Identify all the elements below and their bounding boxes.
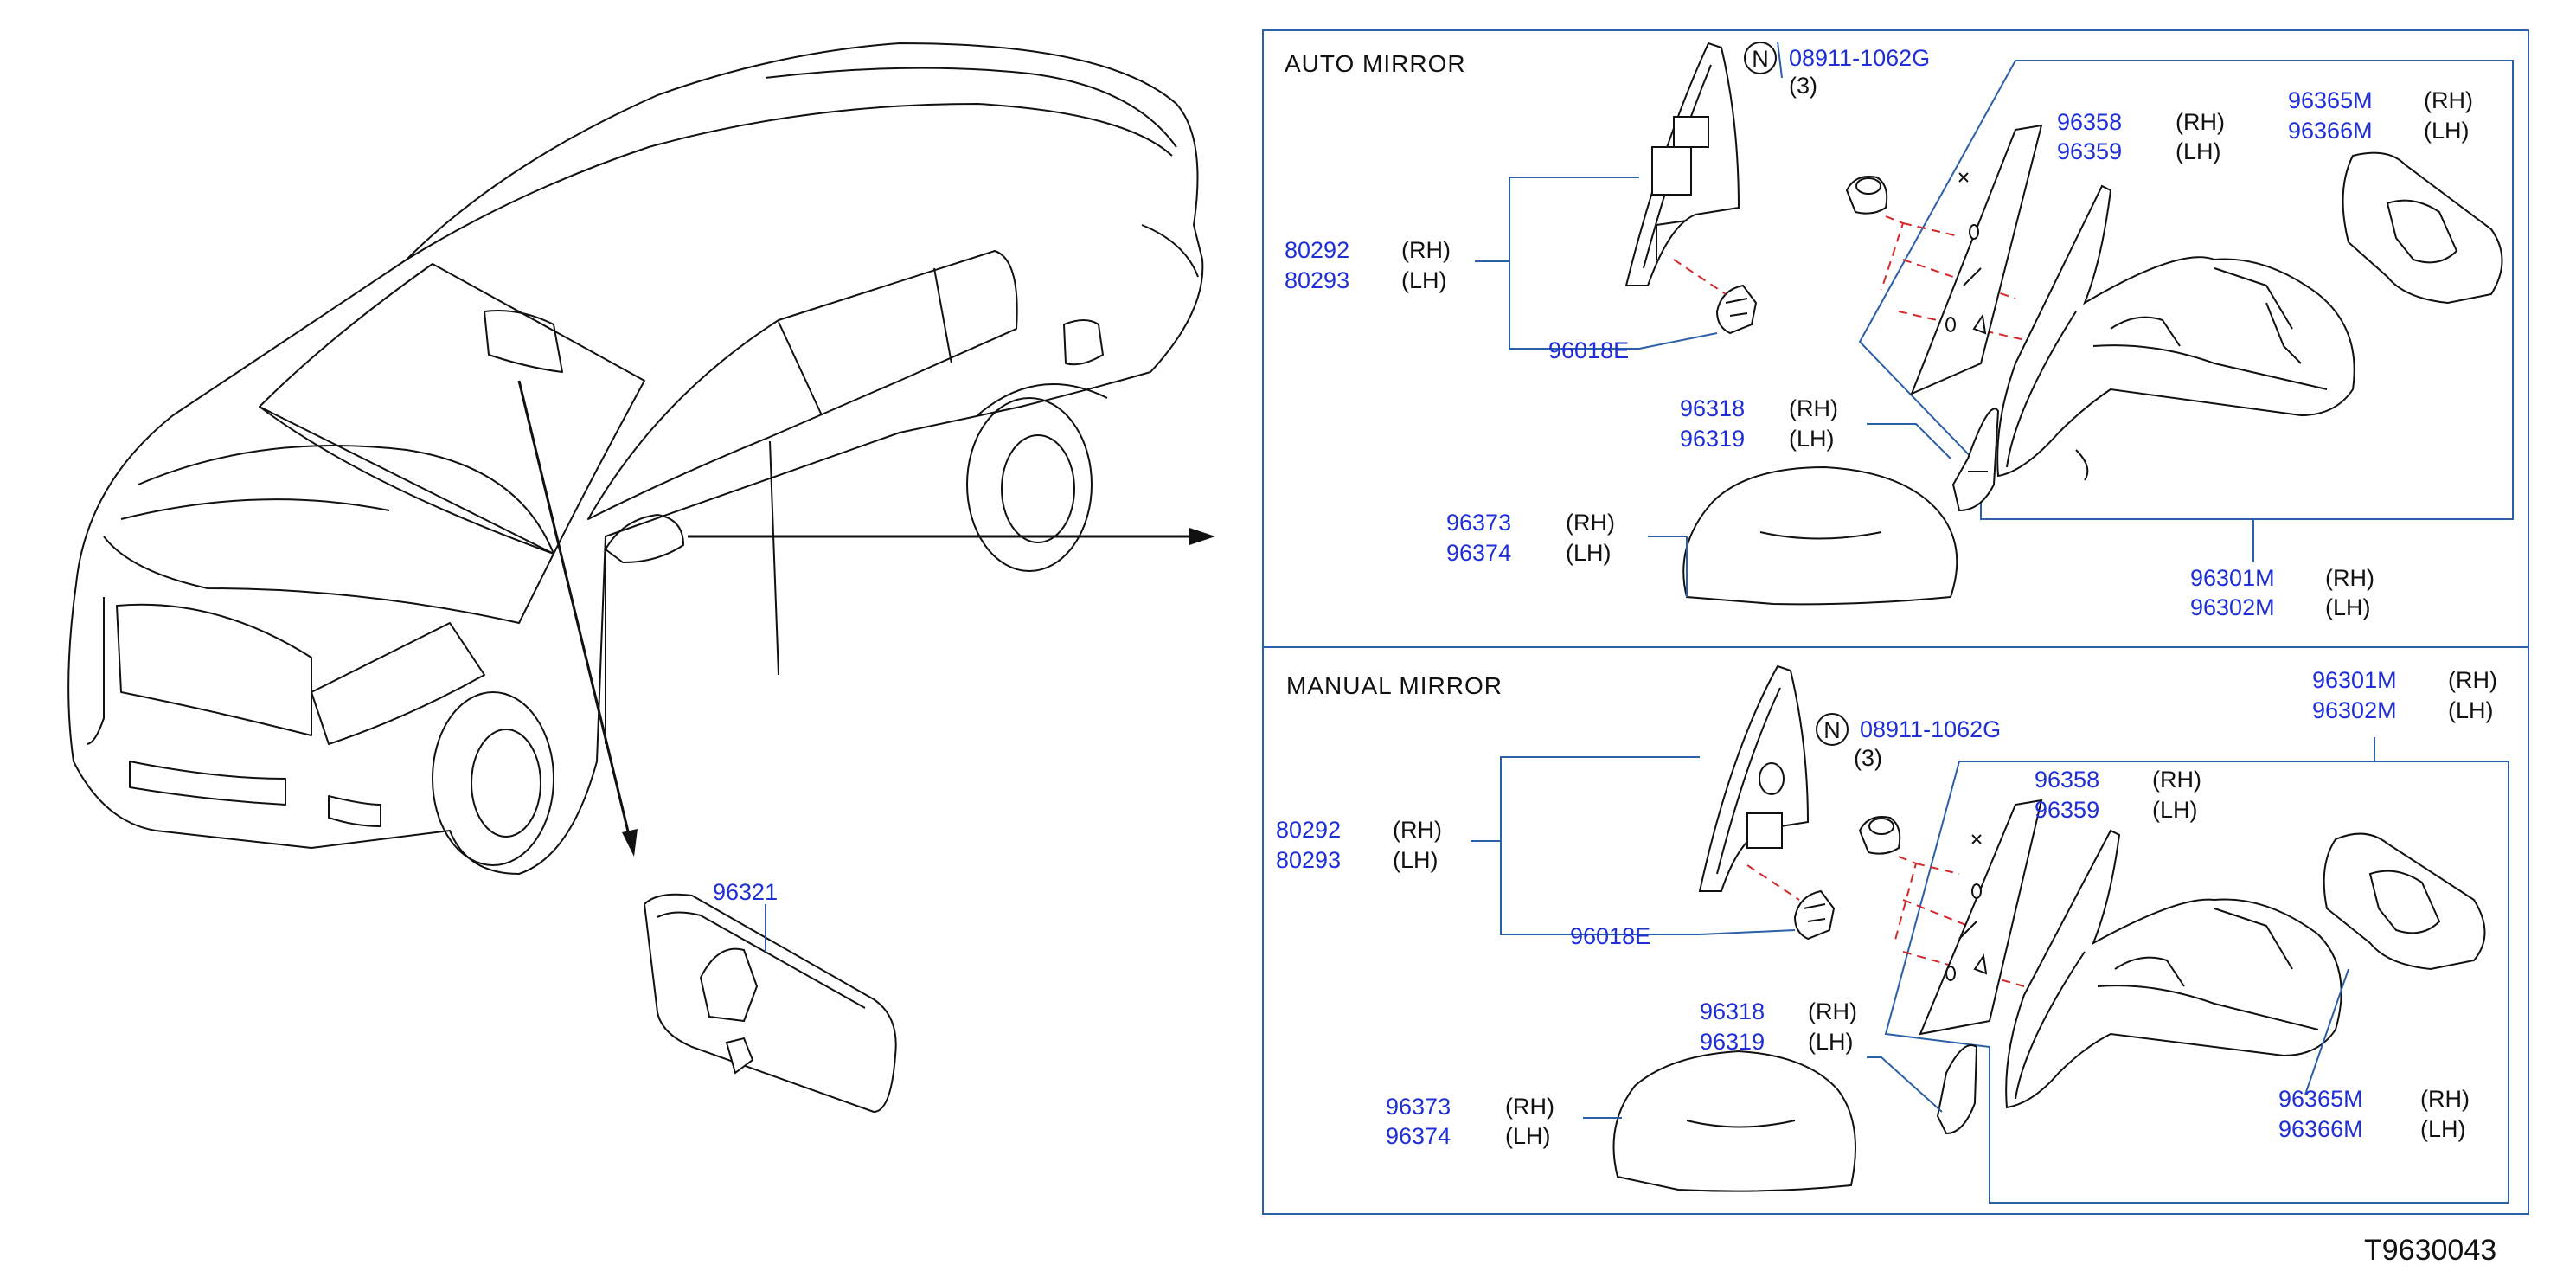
manual-nut-symbol-circle	[1816, 713, 1849, 746]
svg-text:(RH): (RH)	[2325, 565, 2374, 591]
manual-assembly-rh: 96301M	[2312, 667, 2397, 693]
manual-leader-lines	[1471, 756, 2349, 1119]
svg-text:(RH): (RH)	[2448, 667, 2497, 693]
svg-text:(LH): (LH)	[1393, 847, 1439, 873]
auto-nut-symbol-circle	[1744, 42, 1777, 74]
svg-text:(LH): (LH)	[1566, 540, 1612, 566]
manual-heater	[2323, 832, 2486, 971]
svg-text:(RH): (RH)	[2152, 767, 2201, 793]
svg-text:(LH): (LH)	[2420, 1116, 2466, 1142]
svg-text:(LH): (LH)	[2176, 138, 2221, 164]
auto-cover-lh: 96374	[1446, 540, 1511, 566]
svg-text:(LH): (LH)	[2424, 118, 2470, 144]
svg-text:(RH): (RH)	[1393, 817, 1442, 843]
manual-cover-lh: 96374	[1386, 1123, 1451, 1149]
svg-text:(LH): (LH)	[1505, 1123, 1551, 1149]
auto-nut-symbol: N	[1752, 46, 1769, 72]
manual-motor	[1793, 889, 1836, 941]
auto-glass-rh: 96358	[2057, 109, 2122, 135]
svg-text:(LH): (LH)	[1401, 267, 1447, 293]
manual-finisher-lh: 96319	[1700, 1029, 1765, 1055]
manual-assembly-lh: 96302M	[2312, 697, 2397, 723]
auto-mirror-glass	[1910, 124, 2043, 395]
inside-mirror	[643, 893, 897, 1114]
manual-mirror-cover	[1612, 1050, 1856, 1192]
auto-nut-part: 08911-1062G	[1789, 45, 1930, 71]
auto-cover-rh: 96373	[1446, 510, 1511, 536]
auto-finisher	[1951, 408, 2000, 512]
manual-mirror-glass	[1919, 799, 2043, 1036]
auto-mirror-body	[1996, 184, 2355, 481]
auto-mirror-cover	[1682, 465, 1958, 606]
svg-text:(LH): (LH)	[1789, 426, 1835, 452]
auto-assembly-rh: 96301M	[2190, 565, 2275, 591]
manual-labels: MANUAL MIRROR N 08911-1062G (3) 80292 (R…	[1276, 667, 2497, 1149]
manual-assembly-bracket	[1884, 761, 2509, 1204]
manual-nut-symbol: N	[1823, 717, 1841, 743]
auto-housing-back	[1624, 42, 1740, 286]
svg-text:(RH): (RH)	[1401, 237, 1451, 263]
auto-housing-lh: 80293	[1285, 267, 1349, 293]
car-illustration	[67, 42, 1204, 875]
manual-heater-lh: 96366M	[2278, 1116, 2363, 1142]
manual-heater-rh: 96365M	[2278, 1086, 2363, 1112]
svg-text:(RH): (RH)	[2420, 1086, 2470, 1112]
svg-text:(LH): (LH)	[1808, 1029, 1854, 1055]
auto-leader-lines	[1475, 41, 1951, 597]
svg-text:(LH): (LH)	[2325, 594, 2371, 620]
manual-mirror-panel	[1262, 646, 2529, 1215]
manual-nut-qty: (3)	[1854, 745, 1882, 771]
manual-housing-rh: 80292	[1276, 817, 1341, 843]
auto-heater	[2342, 151, 2503, 305]
auto-motor-part: 96018E	[1548, 337, 1629, 363]
auto-heater-lh: 96366M	[2288, 118, 2373, 144]
auto-labels: AUTO MIRROR N 08911-1062G (3) 80292 (RH)…	[1285, 42, 2473, 620]
manual-housing-lh: 80293	[1276, 847, 1341, 873]
auto-mirror-title: AUTO MIRROR	[1285, 50, 1466, 77]
manual-cover-rh: 96373	[1386, 1094, 1451, 1120]
svg-text:(RH): (RH)	[2176, 109, 2225, 135]
manual-mirror-body	[2005, 829, 2342, 1109]
auto-assembly-lh: 96302M	[2190, 594, 2275, 620]
arrow-to-outside-mirror	[688, 528, 1215, 545]
manual-nut-part: 08911-1062G	[1860, 716, 2001, 742]
svg-text:(RH): (RH)	[2424, 87, 2473, 113]
auto-nut	[1845, 176, 1888, 215]
auto-motor	[1715, 284, 1758, 335]
manual-nut	[1858, 816, 1901, 855]
auto-heater-rh: 96365M	[2288, 87, 2373, 113]
auto-finisher-lh: 96319	[1680, 426, 1745, 452]
auto-glass-lh: 96359	[2057, 138, 2122, 164]
auto-assembly-bracket	[1858, 60, 2514, 520]
auto-finisher-rh: 96318	[1680, 395, 1745, 421]
manual-glass-lh: 96359	[2035, 797, 2099, 823]
auto-nut-qty: (3)	[1789, 73, 1817, 99]
manual-motor-part: 96018E	[1570, 923, 1650, 949]
arrow-to-inside-mirror	[517, 380, 638, 857]
diagram-code: T9630043	[2364, 1234, 2496, 1267]
svg-text:(RH): (RH)	[1566, 510, 1615, 536]
svg-text:(LH): (LH)	[2152, 797, 2198, 823]
manual-finisher	[1936, 1044, 1978, 1135]
manual-housing-back	[1698, 664, 1810, 892]
manual-mirror-title: MANUAL MIRROR	[1286, 672, 1503, 699]
svg-text:(LH): (LH)	[2448, 697, 2494, 723]
manual-glass-rh: 96358	[2035, 767, 2099, 793]
inside-mirror-part: 96321	[713, 879, 778, 905]
svg-text:(RH): (RH)	[1808, 998, 1857, 1024]
auto-housing-rh: 80292	[1285, 237, 1349, 263]
manual-finisher-rh: 96318	[1700, 998, 1765, 1024]
svg-text:(RH): (RH)	[1789, 395, 1838, 421]
svg-text:(RH): (RH)	[1505, 1094, 1554, 1120]
